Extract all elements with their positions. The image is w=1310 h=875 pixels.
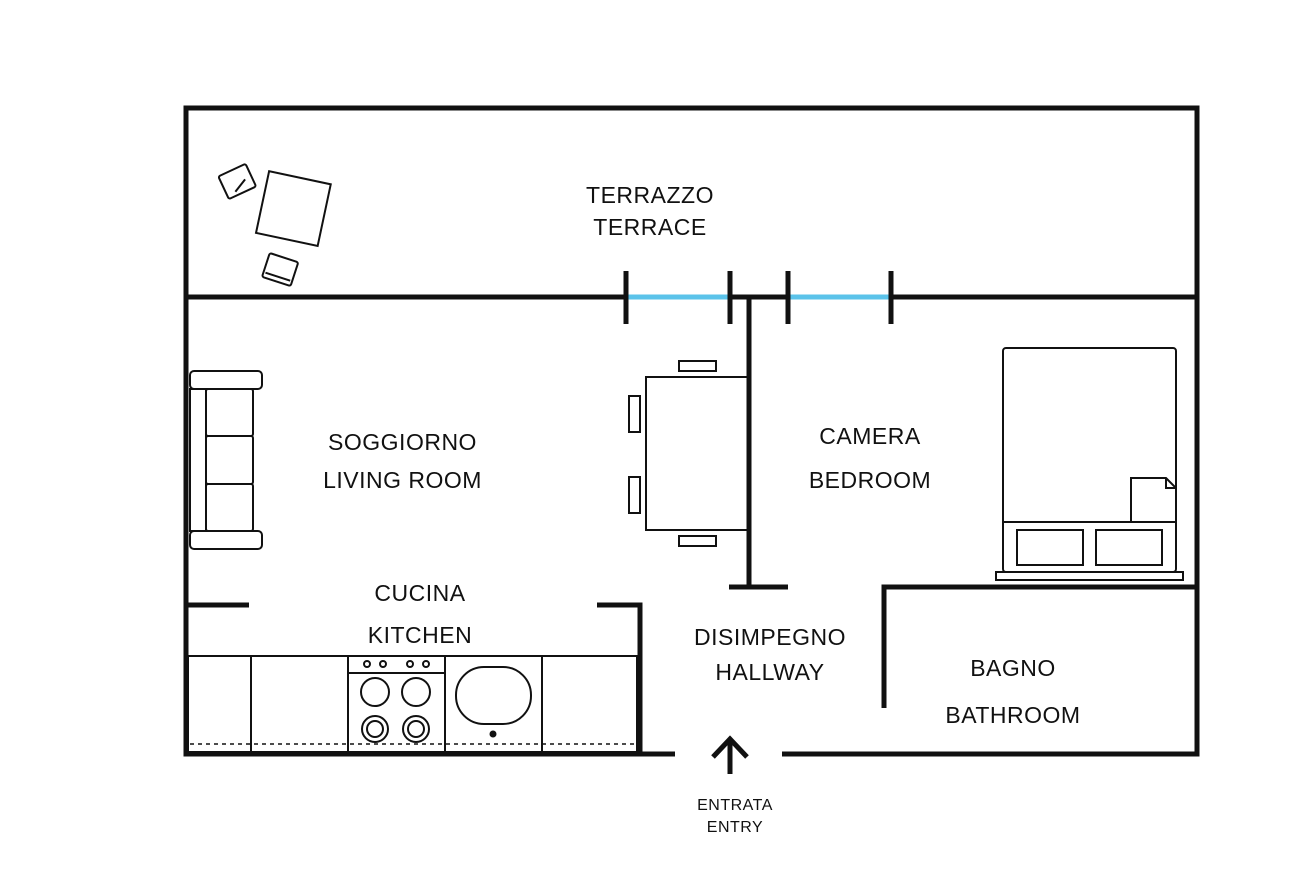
kitchen-label-en: KITCHEN [367, 622, 473, 648]
living-label-en: LIVING ROOM [323, 467, 482, 493]
wall-outer [183, 105, 1200, 757]
entry-arrow-icon [711, 735, 749, 774]
terrace-label-it: TERRAZZO [586, 182, 714, 208]
sofa [189, 370, 263, 550]
kitchen-label: CUCINA KITCHEN [340, 572, 500, 656]
terrace-label: TERRAZZO TERRACE [570, 179, 730, 243]
hallway-label: DISIMPEGNO HALLWAY [680, 620, 860, 690]
terrace-table [254, 170, 332, 248]
entry-label-it: ENTRATA [697, 797, 773, 814]
wall-kitchen-right [597, 602, 643, 754]
entry-label: ENTRATA ENTRY [670, 795, 800, 839]
living-label-it: SOGGIORNO [328, 429, 477, 455]
bedroom-label: CAMERA BEDROOM [790, 414, 950, 502]
window-left [623, 271, 733, 324]
dining-table [628, 360, 749, 547]
window-right [785, 271, 894, 324]
bathroom-label-it: BAGNO [970, 655, 1056, 681]
kitchen-label-it: CUCINA [374, 580, 466, 606]
hallway-label-en: HALLWAY [715, 659, 825, 685]
bedroom-label-it: CAMERA [819, 423, 921, 449]
living-label: SOGGIORNO LIVING ROOM [300, 423, 505, 499]
sink [455, 666, 532, 738]
entry-label-en: ENTRY [706, 819, 764, 836]
terrace-label-en: TERRACE [593, 214, 707, 240]
terrace-chair-bottom [261, 252, 299, 287]
bedroom-label-en: BEDROOM [808, 467, 932, 493]
terrace-chair-top [217, 163, 257, 200]
bathroom-label: BAGNO BATHROOM [933, 645, 1093, 739]
wall-bathroom [881, 584, 1197, 708]
bathroom-label-en: BATHROOM [945, 702, 1081, 728]
bed [995, 347, 1184, 581]
interior-walls [186, 297, 1197, 754]
hallway-label-it: DISIMPEGNO [694, 624, 846, 650]
kitchen-counter [187, 655, 638, 753]
exterior-walls [183, 105, 1200, 757]
stove [348, 660, 445, 743]
